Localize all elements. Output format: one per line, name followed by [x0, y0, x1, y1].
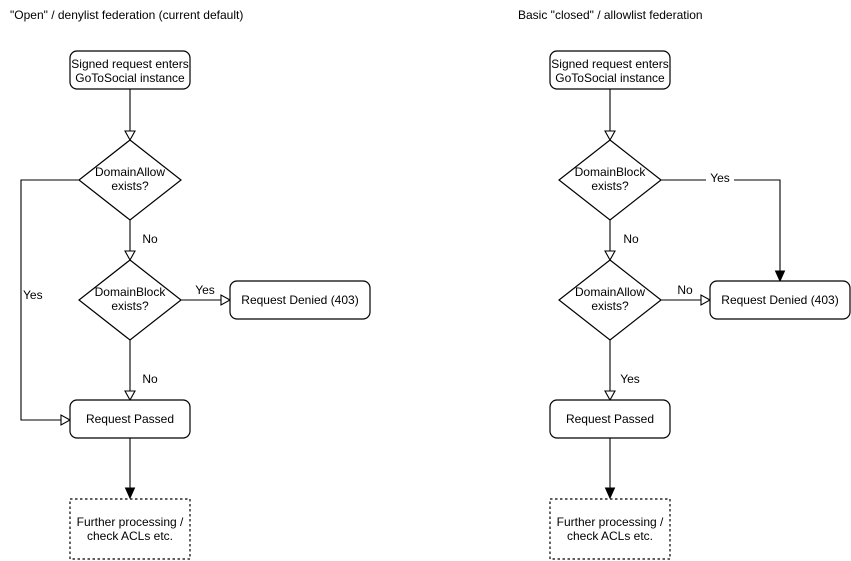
edge-label-bg: [706, 171, 734, 184]
arrowhead-open-icon: [60, 414, 72, 426]
further-processing-label-line2: check ACLs etc.: [567, 529, 653, 543]
arrowhead-open-icon: [604, 390, 616, 402]
arrowhead-open-icon: [124, 130, 136, 142]
request-passed-node: [69, 399, 191, 439]
start-node-label-line2: GoToSocial instance: [555, 71, 665, 85]
decision2-domainallow-node: [558, 259, 662, 341]
decision2-label-line2: exists?: [111, 299, 149, 313]
start-node: [69, 50, 191, 90]
edge-label-yes: Yes: [710, 171, 730, 185]
decision2-label-line2: exists?: [591, 299, 629, 313]
decision1-domainallow-node: [78, 139, 182, 221]
arrowhead-open-icon: [220, 294, 232, 306]
decision2-domainblock-node: [78, 259, 182, 341]
edge-label-yes: Yes: [620, 372, 640, 386]
allowlist-flowchart: Basic "closed" / allowlist federation Ye…: [518, 8, 851, 560]
arrowhead-filled-icon: [124, 487, 136, 500]
arrowhead-open-icon: [124, 250, 136, 262]
decision1-label-line1: DomainBlock: [575, 165, 647, 179]
arrowhead-open-icon: [604, 130, 616, 142]
further-processing-label-line1: Further processing /: [77, 515, 184, 529]
start-node-label-line1: Signed request enters: [551, 57, 668, 71]
decision2-label-line1: DomainBlock: [95, 285, 167, 299]
denylist-title: "Open" / denylist federation (current de…: [10, 8, 243, 22]
edge-decision1-yes-to-denied: [661, 179, 781, 271]
arrowhead-filled-icon: [604, 487, 616, 500]
request-passed-node: [549, 399, 671, 439]
decision1-domainblock-node: [558, 139, 662, 221]
start-node-label-line1: Signed request enters: [71, 57, 188, 71]
further-processing-label-line1: Further processing /: [557, 515, 664, 529]
request-denied-node: [709, 280, 851, 320]
edge-label-no: No: [677, 283, 693, 297]
allowlist-title: Basic "closed" / allowlist federation: [518, 8, 703, 22]
further-processing-node: [549, 498, 671, 560]
arrowhead-open-icon: [124, 390, 136, 402]
edge-label-yes: Yes: [195, 283, 215, 297]
request-passed-label: Request Passed: [566, 412, 654, 426]
decision1-label-line1: DomainAllow: [95, 165, 165, 179]
edge-label-no: No: [623, 232, 639, 246]
further-processing-node: [69, 498, 191, 560]
decision1-label-line2: exists?: [591, 179, 629, 193]
request-passed-label: Request Passed: [86, 412, 174, 426]
edge-decision1-yes-to-passed: [20, 179, 79, 421]
decision1-label-line2: exists?: [111, 179, 149, 193]
request-denied-label: Request Denied (403): [241, 293, 358, 307]
arrowhead-open-icon: [604, 250, 616, 262]
arrowhead-filled-icon: [774, 270, 786, 283]
decision2-label-line1: DomainAllow: [575, 285, 645, 299]
start-node-label-line2: GoToSocial instance: [75, 71, 185, 85]
denylist-flowchart: "Open" / denylist federation (current de…: [10, 8, 371, 560]
edge-label-no: No: [142, 232, 158, 246]
further-processing-label-line2: check ACLs etc.: [87, 529, 173, 543]
start-node: [549, 50, 671, 90]
arrowhead-open-icon: [700, 294, 712, 306]
request-denied-node: [229, 280, 371, 320]
request-denied-label: Request Denied (403): [721, 293, 838, 307]
edge-label-yes: Yes: [23, 288, 43, 302]
edge-label-no: No: [142, 372, 158, 386]
